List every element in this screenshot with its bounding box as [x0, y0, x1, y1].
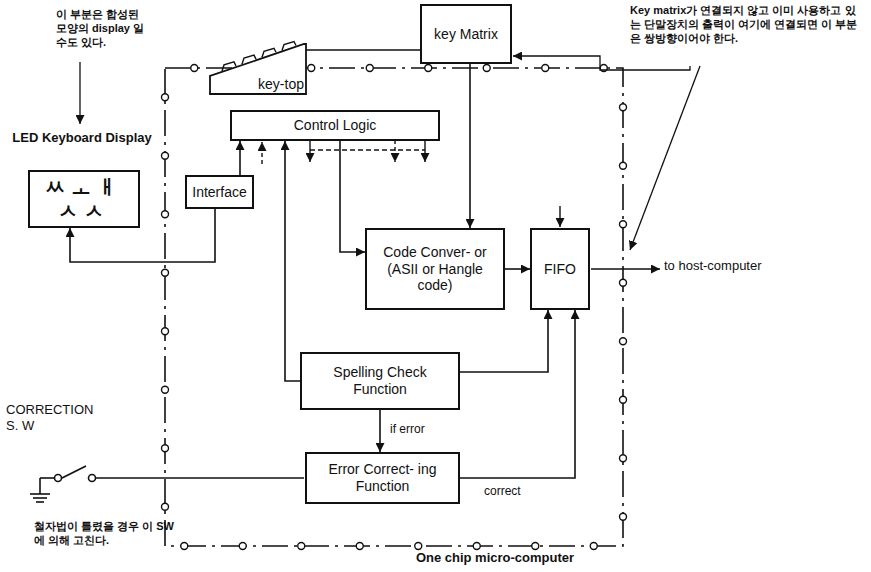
- host-output-arrow: [591, 268, 660, 270]
- code-converter-box: Code Conver- or (ASII or Hangle code): [365, 228, 505, 310]
- boundary-dots: [162, 65, 627, 550]
- node-text: Error Correct- ing Function: [312, 461, 453, 495]
- connector-arrow: [379, 410, 381, 452]
- connector-arrow: [460, 310, 575, 478]
- display-note: 이 부분은 합성된 모양의 display 일수도 있다.: [56, 8, 152, 49]
- host-label: to host-computer: [664, 258, 768, 274]
- keyboard-keytop: key-top: [208, 40, 308, 96]
- switch-label: CORRECTION S. W: [6, 402, 90, 435]
- led-display: LED Keyboard Displayㅆㅗㅐㅅㅅ: [28, 170, 140, 228]
- node-text: Spelling Check Function: [307, 364, 453, 398]
- node-text: Code Conver- or (ASII or Hangle code): [372, 244, 498, 294]
- fifo-control-line: [559, 206, 560, 227]
- error-correcting-box: Error Correct- ing Function: [305, 452, 460, 504]
- connector-arrow: [285, 141, 300, 381]
- interface-box: Interface: [185, 175, 254, 209]
- connector-arrow: [469, 64, 471, 228]
- connector-arrow: [505, 268, 530, 270]
- node-heading: One chip micro-computer: [395, 550, 595, 566]
- note-leader: [630, 66, 700, 250]
- node-text: key Matrix: [434, 26, 498, 43]
- control-lines: [262, 140, 425, 164]
- connector-arrow: [460, 310, 548, 372]
- fifo-box: FIFO: [530, 228, 590, 310]
- key-matrix-note: Key matrix가 연결되지 않고 이미 사용하고 있는 단말장치의 출력이…: [630, 4, 866, 45]
- connector-arrow: [340, 141, 365, 252]
- control-logic-box: Control Logic: [230, 110, 440, 141]
- note-leader: [79, 62, 80, 124]
- node-heading: LED Keyboard Display: [12, 130, 152, 146]
- node-text: key-top: [258, 76, 308, 96]
- connector-arrow: [239, 141, 241, 175]
- node-text: ㅆㅗㅐㅅㅅ: [35, 175, 133, 223]
- correction-switch: [30, 466, 304, 502]
- edge-label: if error: [388, 422, 427, 436]
- note-leader: [513, 56, 690, 70]
- spelling-check-box: Spelling Check Function: [300, 352, 460, 410]
- edge-label: correct: [482, 484, 523, 498]
- chip-region: One chip micro-computerControl LogicInte…: [165, 68, 623, 546]
- node-text: FIFO: [544, 261, 576, 278]
- connector-arrow: [306, 49, 420, 51]
- node-text: Interface: [192, 184, 246, 201]
- correction-note: 철자법이 틀렸을 경우 이 SW에 의해 고친다.: [34, 520, 184, 548]
- node-text: Control Logic: [294, 117, 377, 134]
- chip-boundary: [165, 68, 623, 546]
- key-matrix-box: key Matrix: [420, 4, 512, 64]
